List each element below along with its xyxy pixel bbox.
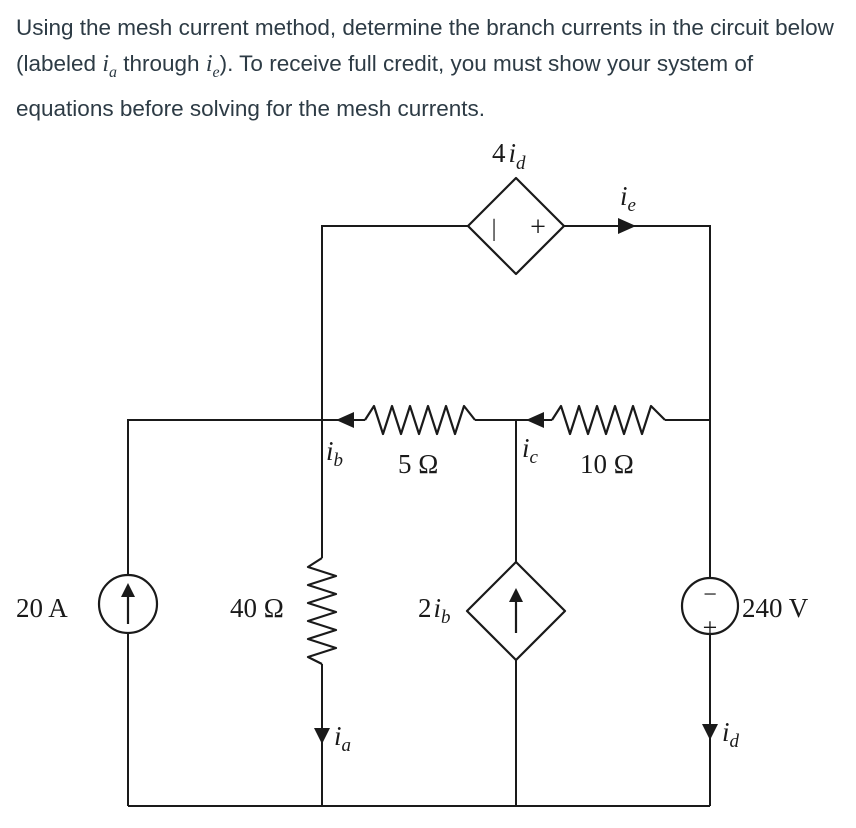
circuit-wires [127, 225, 711, 807]
wire-left-outer [127, 419, 322, 576]
arrow-ic [526, 412, 544, 428]
label-240v: 240 V [742, 593, 809, 623]
question-text-part-2: through [116, 51, 206, 76]
dvs-minus-sign: | [492, 216, 497, 242]
label-ic: ic [522, 433, 539, 468]
vs-minus-sign: − [703, 582, 717, 608]
label-10-ohm: 10 Ω [580, 449, 634, 479]
question-text-part-1: Using the mesh current method, determine… [16, 15, 834, 76]
resistor-10-ohm [551, 404, 666, 436]
label-ib: ib [326, 436, 343, 471]
var-ia: ia [102, 51, 117, 81]
var-ie: ie [205, 51, 220, 81]
arrow-ie [618, 218, 636, 234]
label-2ib: 2ib [418, 593, 451, 628]
dependent-voltage-source: | + [466, 176, 566, 276]
resistor-5-ohm [364, 404, 476, 436]
question-text: Using the mesh current method, determine… [16, 10, 836, 127]
current-source-20a [97, 573, 159, 635]
arrow-ib [336, 412, 354, 428]
voltage-source-240v: − + [680, 576, 740, 642]
resistor-40-ohm [306, 557, 338, 665]
dependent-current-source [465, 560, 567, 662]
arrow-ia [314, 728, 330, 744]
label-ia: ia [334, 721, 351, 756]
wire-top-right [564, 225, 711, 420]
arrow-id [702, 724, 718, 740]
question-text-part-3: ). To receive full credit, you must show… [16, 51, 754, 121]
label-20a: 20 A [16, 593, 68, 623]
label-40-ohm: 40 Ω [230, 593, 284, 623]
vs-plus-sign: + [703, 613, 718, 642]
label-5-ohm: 5 Ω [398, 449, 438, 479]
label-id: id [722, 717, 740, 752]
dvs-plus-sign: + [530, 212, 546, 243]
label-ie: ie [620, 181, 636, 216]
wire-top-left [321, 225, 468, 420]
